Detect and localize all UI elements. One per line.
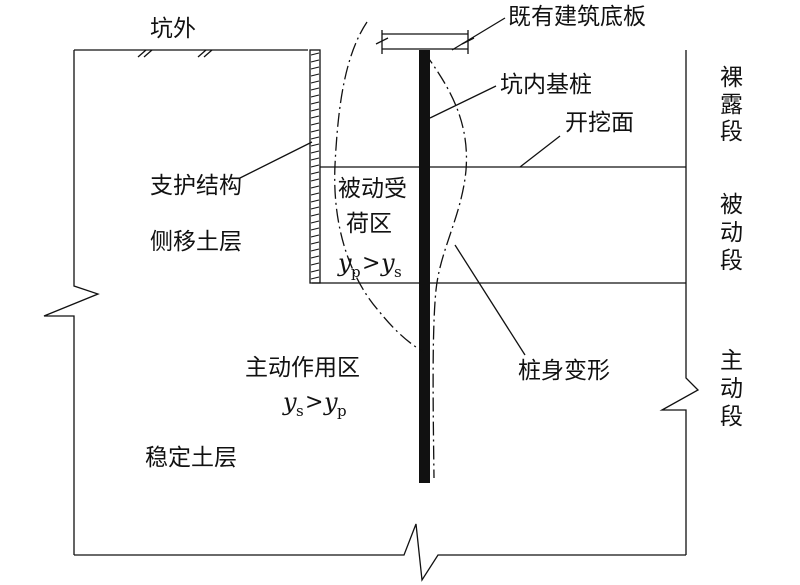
leader-excavation-surface: [519, 135, 561, 168]
svg-text:段: 段: [720, 119, 743, 145]
leader-pile-in-pit: [429, 85, 497, 119]
label-excavation-surface: 开挖面: [565, 110, 634, 136]
svg-text:y: y: [380, 249, 395, 277]
svg-text:段: 段: [720, 404, 743, 430]
svg-text:被: 被: [720, 192, 743, 218]
svg-text:动: 动: [720, 376, 743, 402]
svg-text:裸: 裸: [720, 65, 743, 91]
pile-deformation-curve: [423, 51, 468, 479]
svg-text:p: p: [337, 402, 347, 420]
svg-text:y: y: [337, 249, 352, 277]
label-passive-zone-line1: 被动受: [338, 176, 407, 202]
svg-text:y: y: [282, 388, 297, 416]
ground-hatch-marks: [137, 49, 213, 58]
right-boundary-with-break: [659, 50, 700, 555]
svg-text:露: 露: [720, 92, 743, 118]
label-stable-soil: 稳定土层: [145, 445, 237, 471]
soil-displacement-curve: [334, 21, 425, 353]
label-active-zone: 主动作用区: [245, 355, 360, 381]
label-passive-zone-line2: 荷区: [346, 211, 392, 237]
svg-text:y: y: [323, 388, 338, 416]
segment-label-active: 主 动 段: [720, 348, 743, 430]
svg-text:s: s: [296, 402, 304, 420]
passive-zone-inequality: y p > y s: [337, 249, 402, 281]
label-lateral-soil: 侧移土层: [150, 229, 242, 255]
retaining-wall: [309, 49, 321, 284]
left-boundary-with-break: [43, 50, 100, 555]
active-zone-inequality: y s > y p: [282, 388, 347, 420]
label-pile-in-pit: 坑内基桩: [500, 72, 592, 98]
leader-support-structure: [239, 141, 313, 179]
label-existing-slab: 既有建筑底板: [508, 4, 646, 30]
svg-text:>: >: [305, 390, 323, 415]
bottom-boundary-with-break: [74, 523, 686, 582]
label-outside-pit: 坑外: [150, 16, 196, 42]
segment-label-passive: 被 动 段: [720, 192, 743, 274]
leader-existing-slab: [451, 17, 506, 51]
svg-text:p: p: [351, 263, 361, 281]
svg-text:段: 段: [720, 248, 743, 274]
label-pile-deformation: 桩身变形: [518, 358, 610, 384]
foundation-pile: [419, 50, 430, 483]
svg-text:主: 主: [720, 348, 743, 374]
svg-text:s: s: [394, 263, 402, 281]
label-support-structure: 支护结构: [150, 173, 242, 199]
svg-text:动: 动: [720, 220, 743, 246]
svg-text:>: >: [362, 251, 380, 276]
leader-pile-deformation: [454, 244, 526, 356]
segment-label-exposed: 裸 露 段: [720, 65, 743, 145]
